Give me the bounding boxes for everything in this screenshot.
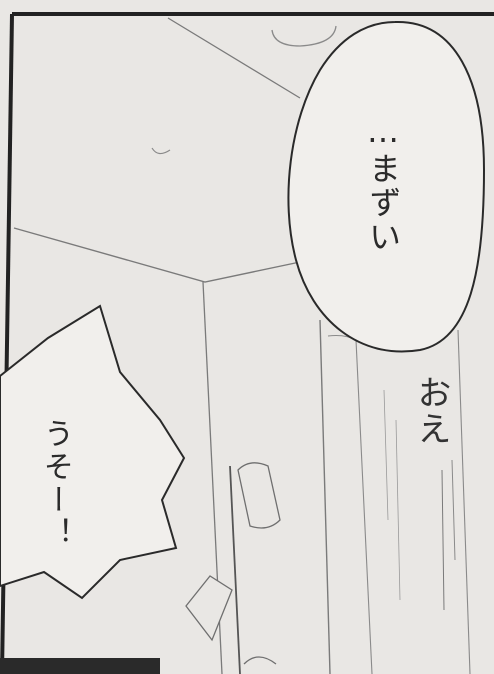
bottom-panel-edge — [0, 658, 160, 674]
door-frame-line — [319, 319, 331, 674]
ceiling-edge-line-2 — [13, 227, 301, 283]
speech-balloon-right — [287, 20, 486, 353]
balloon-right-text: …まずい — [364, 112, 402, 254]
door-edge-line — [457, 329, 471, 674]
falling-box — [185, 575, 233, 642]
speed-line — [395, 419, 401, 601]
balloon-left-text: うそー！ — [38, 418, 73, 550]
falling-cup — [237, 462, 281, 529]
ceiling-edge-line — [167, 17, 301, 99]
sfx-text: おえ — [411, 375, 451, 447]
speed-line — [441, 469, 445, 611]
ceiling-mark — [151, 147, 171, 155]
ceiling-light — [271, 25, 337, 47]
speed-line — [451, 459, 456, 561]
shout-balloon-left — [0, 304, 186, 600]
speed-line — [383, 389, 389, 521]
door-frame-line-2 — [355, 339, 373, 674]
falling-stick — [229, 465, 241, 674]
falling-can — [243, 656, 277, 665]
